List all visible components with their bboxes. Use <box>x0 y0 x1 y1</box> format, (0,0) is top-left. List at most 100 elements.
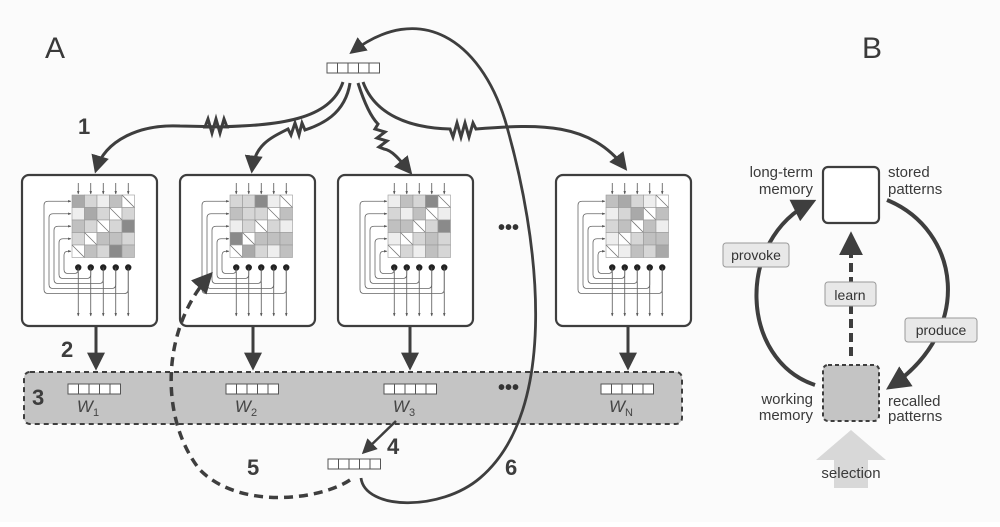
diagonal-slash <box>121 194 135 208</box>
register-cell <box>88 383 100 395</box>
weight-cell <box>121 219 135 233</box>
working-memory-label-line2: memory <box>759 407 814 424</box>
projection-arrows <box>91 81 628 175</box>
weight-cell <box>655 207 669 221</box>
recurrent-loop <box>592 237 626 279</box>
weight-cell <box>618 207 632 221</box>
diagonal-slash <box>96 219 110 233</box>
learn-label: learn <box>834 287 865 303</box>
weight-cell <box>121 232 135 246</box>
weight-cell <box>254 194 268 208</box>
register-cell <box>225 383 237 395</box>
input-register-cells <box>326 62 380 74</box>
recurrent-loop <box>53 224 104 284</box>
weight-cell <box>412 244 426 258</box>
weight-cell <box>643 232 657 246</box>
selected-register-cells <box>327 458 381 470</box>
register-cell <box>347 62 359 74</box>
weight-cell <box>109 244 123 258</box>
diagonal-slash <box>618 232 632 246</box>
weight-cell <box>84 207 98 221</box>
module-word-subscript: N <box>625 407 633 419</box>
module-n <box>554 173 693 328</box>
weight-cell <box>437 244 451 258</box>
weight-cell <box>254 232 268 246</box>
weight-cell <box>109 232 123 246</box>
diagonal-slash <box>437 194 451 208</box>
register-cell <box>326 62 338 74</box>
weight-cell <box>121 207 135 221</box>
weight-cell <box>643 219 657 233</box>
diagonal-slash <box>412 219 426 233</box>
weight-cell <box>400 219 414 233</box>
weight-cell <box>229 232 243 246</box>
recurrent-loop <box>582 212 651 289</box>
weight-cell <box>605 207 619 221</box>
weight-cell <box>229 194 243 208</box>
long-term-memory-label-line2: memory <box>759 181 814 198</box>
selected-pattern-register <box>327 458 381 470</box>
band-register-3 <box>383 383 437 395</box>
recall-feedback-arrow <box>349 27 538 505</box>
recurrent-loop <box>216 237 250 279</box>
diagonal-slash <box>425 207 439 221</box>
register-cell <box>109 383 121 395</box>
weight-cell <box>267 194 281 208</box>
recurrent-loop <box>587 224 638 284</box>
recalled-patterns-label-line2: patterns <box>888 408 942 425</box>
step-1-label: 1 <box>78 114 90 139</box>
weight-cell <box>400 207 414 221</box>
weight-cell <box>242 219 256 233</box>
register-cell <box>425 383 437 395</box>
recurrent-loop <box>364 212 433 289</box>
register-cell <box>415 383 427 395</box>
step-3-label: 3 <box>32 385 44 410</box>
weight-cell <box>437 207 451 221</box>
weight-cell <box>605 232 619 246</box>
recurrent-loop <box>577 199 663 294</box>
input-pattern-register <box>326 62 380 74</box>
stored-patterns-label-line2: patterns <box>888 181 942 198</box>
register-cell <box>78 383 90 395</box>
diagonal-slash <box>267 207 281 221</box>
weight-cell <box>279 219 293 233</box>
projection-arrow-1 <box>91 81 345 174</box>
weight-cell <box>630 194 644 208</box>
provoke-chip: provoke <box>722 242 790 268</box>
weight-cell <box>630 232 644 246</box>
weight-cell <box>96 194 110 208</box>
selection-label: selection <box>821 465 880 482</box>
module-1 <box>20 173 159 328</box>
recurrent-loop <box>48 212 117 289</box>
weight-cell <box>618 194 632 208</box>
weight-cell <box>242 194 256 208</box>
working-memory-band <box>23 371 683 425</box>
weight-cell <box>655 244 669 258</box>
modules-ellipsis: ••• <box>498 217 519 239</box>
weight-cell <box>279 232 293 246</box>
weight-cell <box>437 219 451 233</box>
register-cell <box>246 383 258 395</box>
weight-cell <box>267 219 281 233</box>
register-cell <box>358 62 370 74</box>
register-cell <box>600 383 612 395</box>
step-4-label: 4 <box>387 434 400 459</box>
band-register-1 <box>67 383 121 395</box>
weight-cell <box>229 219 243 233</box>
band-ellipsis: ••• <box>498 377 519 399</box>
diagonal-slash <box>630 219 644 233</box>
learn-chip: learn <box>824 281 877 307</box>
weight-cell <box>400 194 414 208</box>
recurrent-loop <box>58 237 92 279</box>
weight-cell <box>412 194 426 208</box>
register-cell <box>368 62 380 74</box>
register-cell <box>621 383 633 395</box>
weight-cell <box>71 232 85 246</box>
recurrent-loop <box>369 224 420 284</box>
weight-cell <box>425 219 439 233</box>
recurrent-loop <box>597 249 613 274</box>
weight-cell <box>437 232 451 246</box>
recurrent-loop <box>359 199 445 294</box>
